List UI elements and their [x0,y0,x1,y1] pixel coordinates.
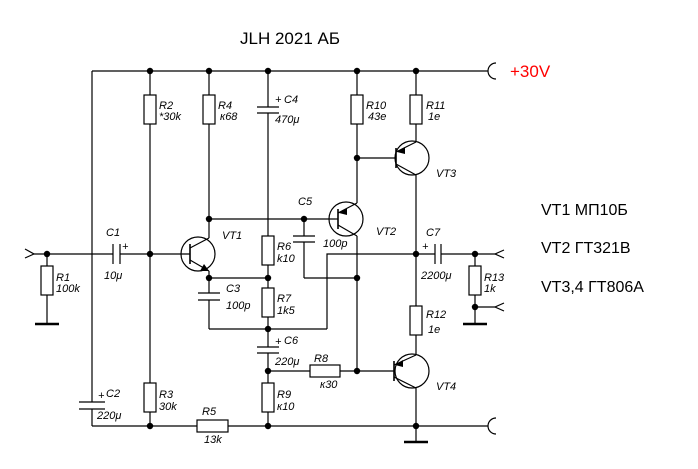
resistor-r5 [196,419,229,433]
junction [264,325,272,333]
positive-rail [92,62,497,80]
junction [353,274,361,282]
r12-value: 1e [428,324,440,336]
r7-name: R7 [277,293,292,305]
r8-value: к30 [320,379,338,391]
output-terminal-icon [493,302,505,312]
supply-label: +30V [510,62,551,81]
c5-value: 100p [323,238,347,250]
vt2-label: VT2 [376,226,396,238]
resistor-r8 [309,364,394,378]
supply-terminal-icon [487,62,497,80]
r13-value: 1k [484,283,496,295]
output-terminal-icon [493,249,505,259]
r10-name: R10 [366,100,387,112]
c2-name: C2 [106,388,120,400]
junction [264,422,272,430]
r8-name: R8 [314,353,329,365]
transistor-vt2-icon [328,201,364,237]
transistor-vt3-icon [394,140,430,176]
r4-name: R4 [218,100,232,112]
r9-value: к10 [277,401,295,413]
c1-name: C1 [106,227,120,239]
r5-name: R5 [202,406,217,418]
ground-rail [92,417,497,435]
resistor-r4 [202,71,216,238]
r3-value: 30k [159,401,177,413]
r5-value: 13k [204,434,222,446]
ground-terminal-icon [487,417,497,435]
vt3-label: VT3 [436,168,457,180]
c1-value: 10μ [104,270,122,282]
transistor-vt1-icon [180,236,216,272]
parts-list-item: VT1 МП10Б [541,202,628,219]
schematic-title: JLH 2021 АБ [240,29,340,48]
r11-value: 1e [428,111,440,123]
r4-value: к68 [220,111,238,123]
resistor-r11 [409,71,423,142]
capacitor-c1 [112,244,150,264]
parts-list-item: VT2 ГТ321В [541,240,631,257]
r11-name: R11 [426,100,445,112]
c3-name: C3 [226,283,241,295]
r3-name: R3 [159,389,174,401]
r7-value: 1k5 [277,305,296,317]
c3-value: 100p [226,300,250,312]
c6-value: 220μ [274,356,299,368]
svg-text:+: + [275,94,282,106]
resistor-r1 [35,254,59,326]
r6-value: k10 [277,253,296,265]
svg-text:+: + [275,336,282,348]
c4-value: 470μ [275,114,299,126]
c6-name: C6 [284,335,299,347]
r6-name: R6 [277,241,292,253]
svg-text:+: + [422,241,429,253]
input-terminal-icon [24,248,36,259]
capacitor-c7 [416,244,495,264]
c7-name: C7 [426,227,441,239]
junction [146,422,154,430]
r13-name: R13 [484,272,505,284]
resistor-r7 [261,287,275,347]
svg-text:+: + [122,241,129,253]
capacitor-c2 [78,401,106,410]
resistor-r10 [350,71,364,203]
parts-list-item: VT3,4 ГТ806А [541,279,644,296]
r1-name: R1 [56,272,70,284]
vt4-label: VT4 [436,381,456,393]
r9-name: R9 [277,389,291,401]
c5-name: C5 [298,196,313,208]
resistor-r13 [463,254,487,326]
resistor-r9 [261,382,275,426]
r1-value: 100k [56,283,80,295]
junction [412,422,420,430]
resistor-r12 [409,305,423,355]
svg-text:+: + [98,390,105,402]
r2-value: *30k [159,111,182,123]
c2-value: 220μ [96,410,121,422]
junction [264,274,272,282]
resistor-r3 [143,382,157,426]
transistor-vt4-icon [393,353,430,389]
resistor-r6 [261,235,275,288]
r2-name: R2 [159,100,173,112]
capacitor-c3 [197,292,221,301]
vt1-label: VT1 [222,230,242,242]
c7-value: 2200μ [420,270,452,282]
capacitor-c5 [293,219,357,279]
r12-name: R12 [426,309,446,321]
c4-name: C4 [284,94,298,106]
resistor-r2 [143,71,157,383]
capacitor-c4 [257,71,279,236]
r10-value: 43e [368,111,386,123]
